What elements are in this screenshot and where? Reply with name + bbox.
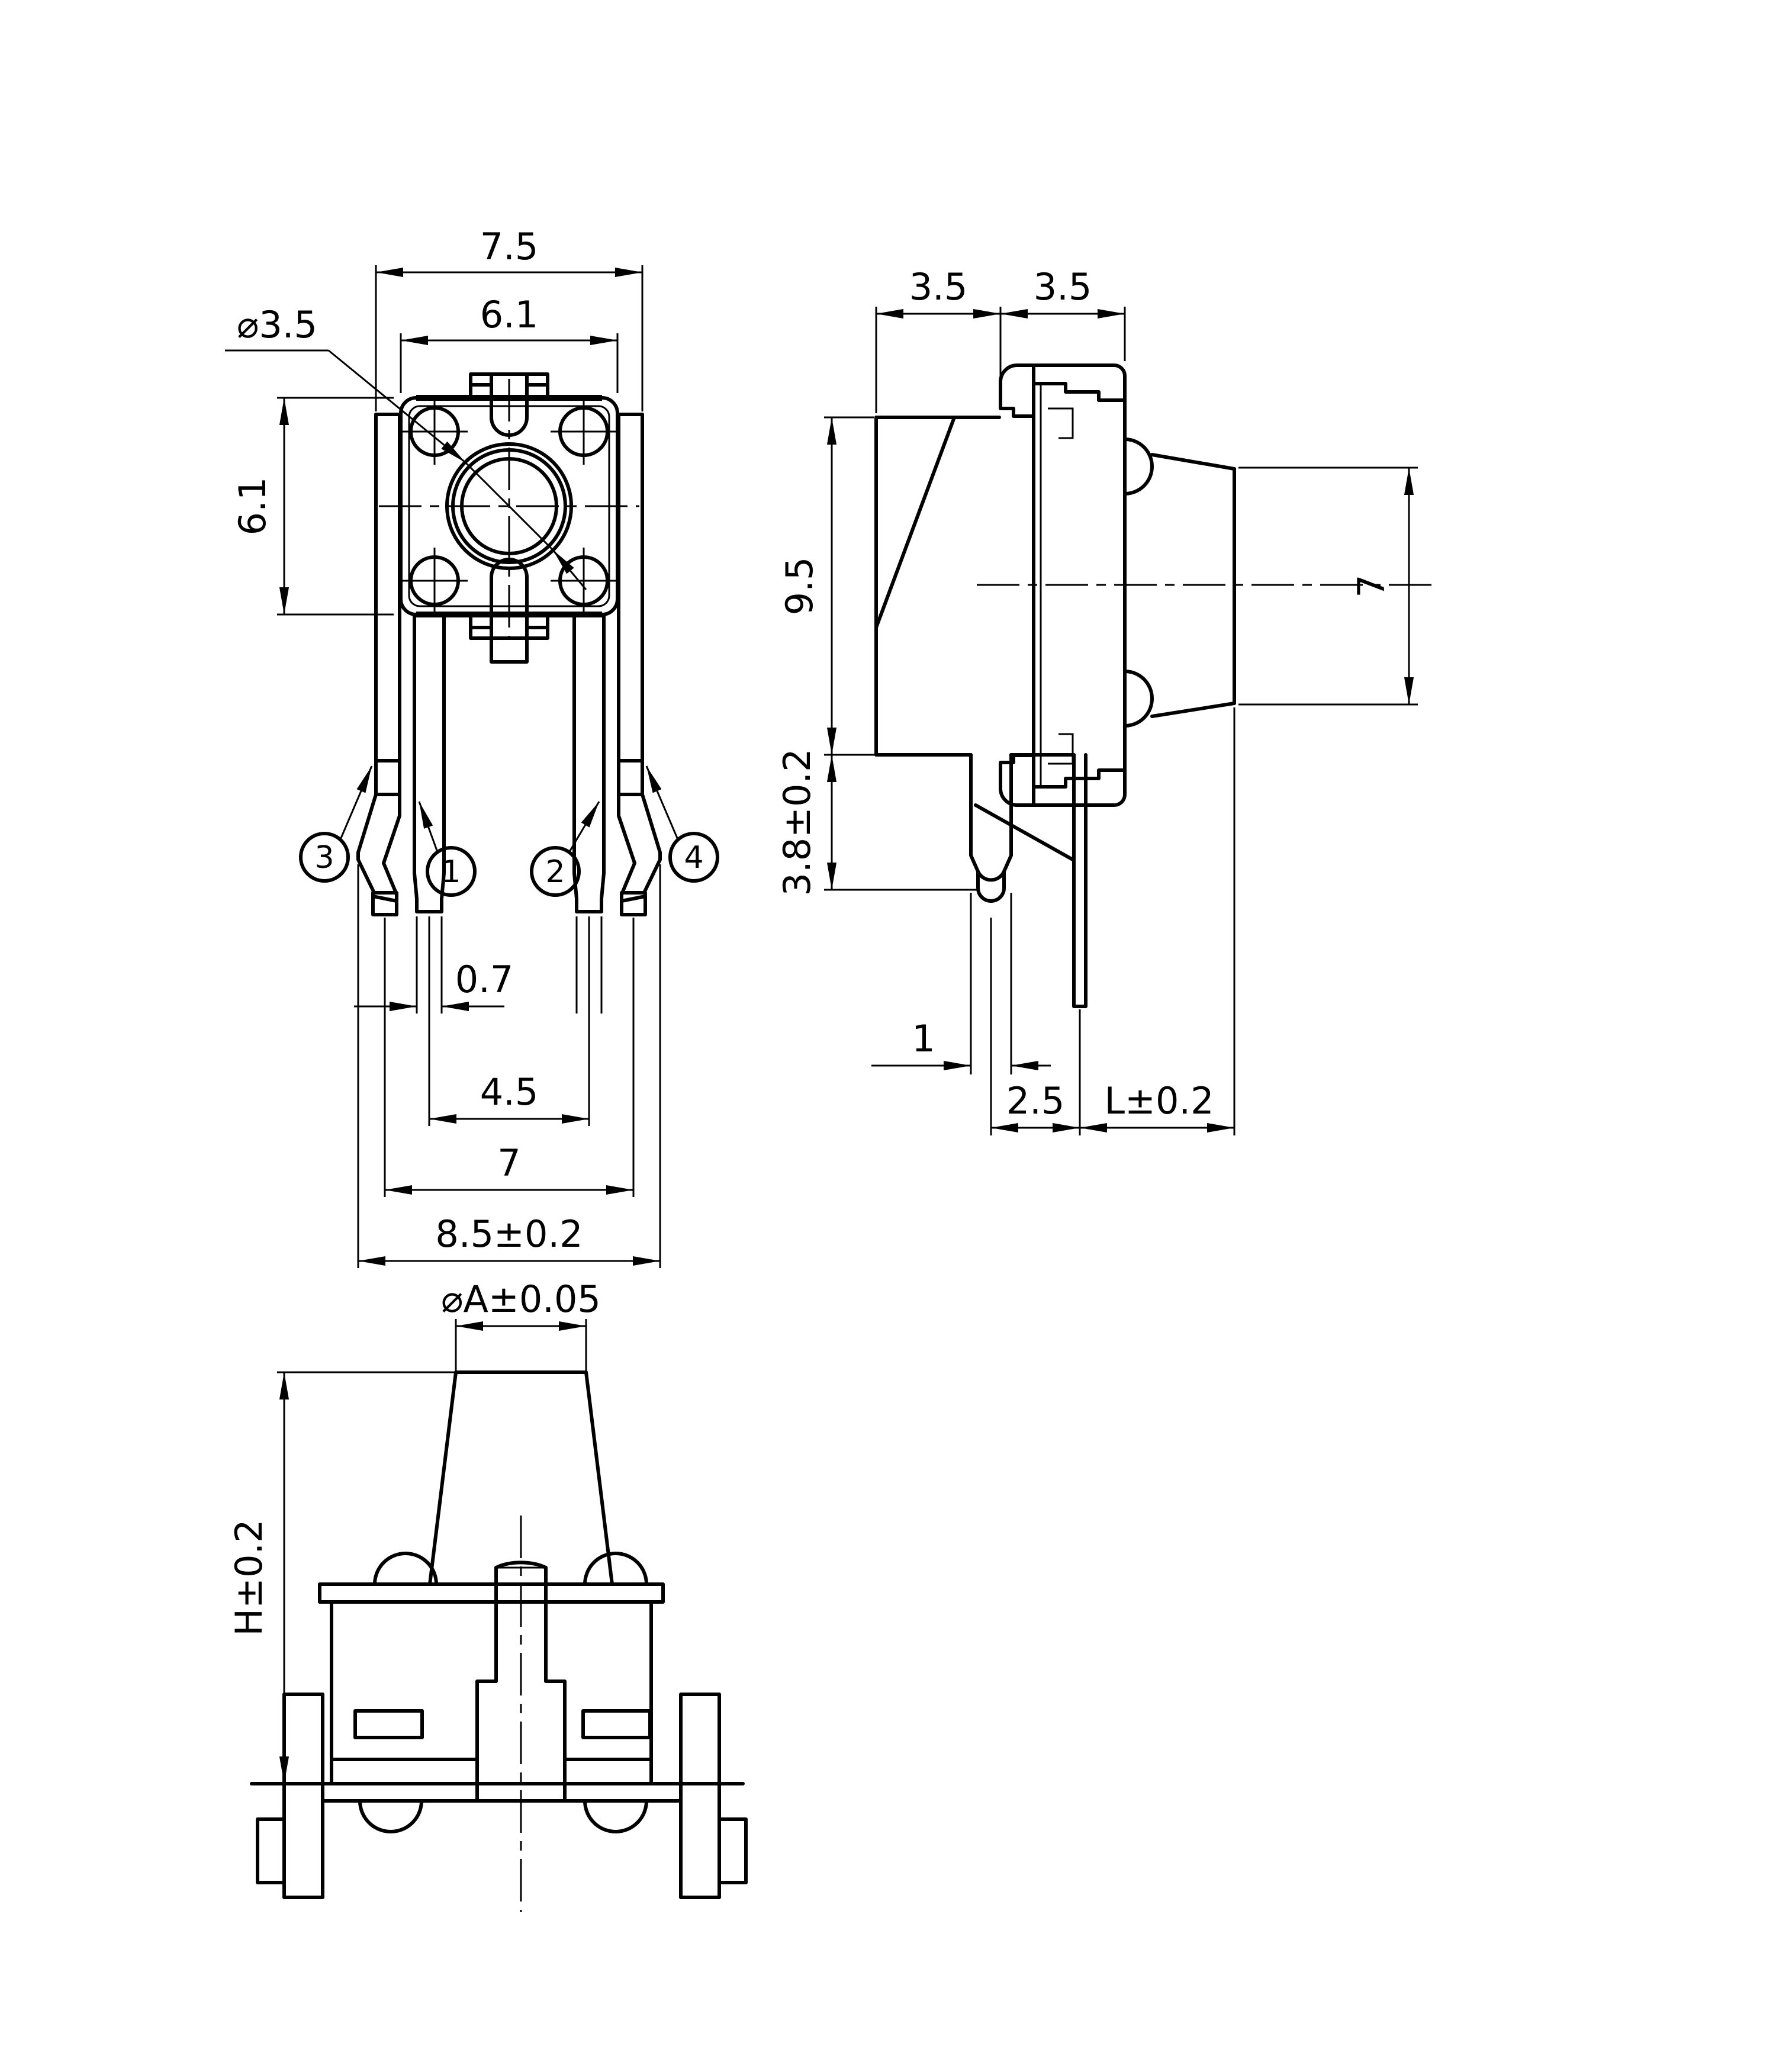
side-bracket — [874, 416, 1088, 1008]
dim-overall-width: 7.5 — [480, 225, 539, 268]
pin-1-label: 1 — [441, 854, 461, 890]
dim-bracket-depth: 3.5 — [909, 265, 968, 308]
side-dimensions: 3.5 3.5 9.5 3.8±0.2 7 1 — [776, 265, 1418, 1135]
dim-inner-pin-pitch: 4.5 — [480, 1070, 539, 1114]
dim-stem-length: L±0.2 — [1104, 1079, 1214, 1122]
dim-button-diameter: ⌀3.5 — [237, 303, 317, 346]
dim-body-depth: 3.5 — [1034, 265, 1092, 308]
plan-dimensions: 7.5 6.1 6.1 ⌀3.5 — [225, 225, 661, 1268]
plan-bottom-tab — [469, 558, 549, 664]
dim-body-height: 6.1 — [231, 477, 274, 536]
plan-top-tab — [469, 372, 549, 437]
balloon-pin-1 — [426, 846, 477, 897]
pin-balloons: 3 1 2 4 — [299, 765, 719, 897]
dim-body-width: 6.1 — [480, 293, 539, 336]
side-view: 3.5 3.5 9.5 3.8±0.2 7 1 — [776, 265, 1433, 1135]
dim-pin-tip-width: 0.7 — [455, 958, 514, 1001]
pin-2-label: 2 — [545, 854, 565, 890]
pin-3-label: 3 — [314, 840, 334, 876]
plan-inner-pins — [413, 613, 606, 913]
dim-pin-protrusion: 3.8±0.2 — [776, 748, 819, 896]
dim-front-pin-width: 1 — [912, 1017, 935, 1060]
dim-height: H±0.2 — [227, 1519, 271, 1636]
dim-overall-feet-width: 8.5±0.2 — [435, 1212, 583, 1256]
dim-button-height: 7 — [1350, 574, 1393, 597]
front-body — [250, 1370, 748, 1912]
pin-4-label: 4 — [684, 840, 703, 876]
balloon-pin-3 — [299, 832, 350, 883]
plan-body — [379, 372, 639, 664]
dim-pin-row-offset: 2.5 — [1006, 1079, 1065, 1122]
dim-bracket-height: 9.5 — [778, 557, 821, 616]
balloon-pin-4 — [668, 832, 719, 883]
front-view: ⌀A±0.05 H±0.2 — [227, 1278, 748, 1912]
plan-side-plates-and-legs — [356, 413, 662, 916]
side-switch-body — [977, 363, 1433, 807]
balloon-pin-2 — [530, 846, 581, 897]
plan-corner-rivets — [401, 398, 617, 614]
plan-button-circles — [379, 379, 639, 639]
front-dimensions: ⌀A±0.05 H±0.2 — [227, 1278, 601, 1784]
dim-shaft-diameter: ⌀A±0.05 — [441, 1278, 601, 1321]
plan-view: 3 1 2 4 7.5 6.1 — [225, 225, 719, 1268]
dim-outer-pin-pitch: 7 — [497, 1141, 520, 1185]
